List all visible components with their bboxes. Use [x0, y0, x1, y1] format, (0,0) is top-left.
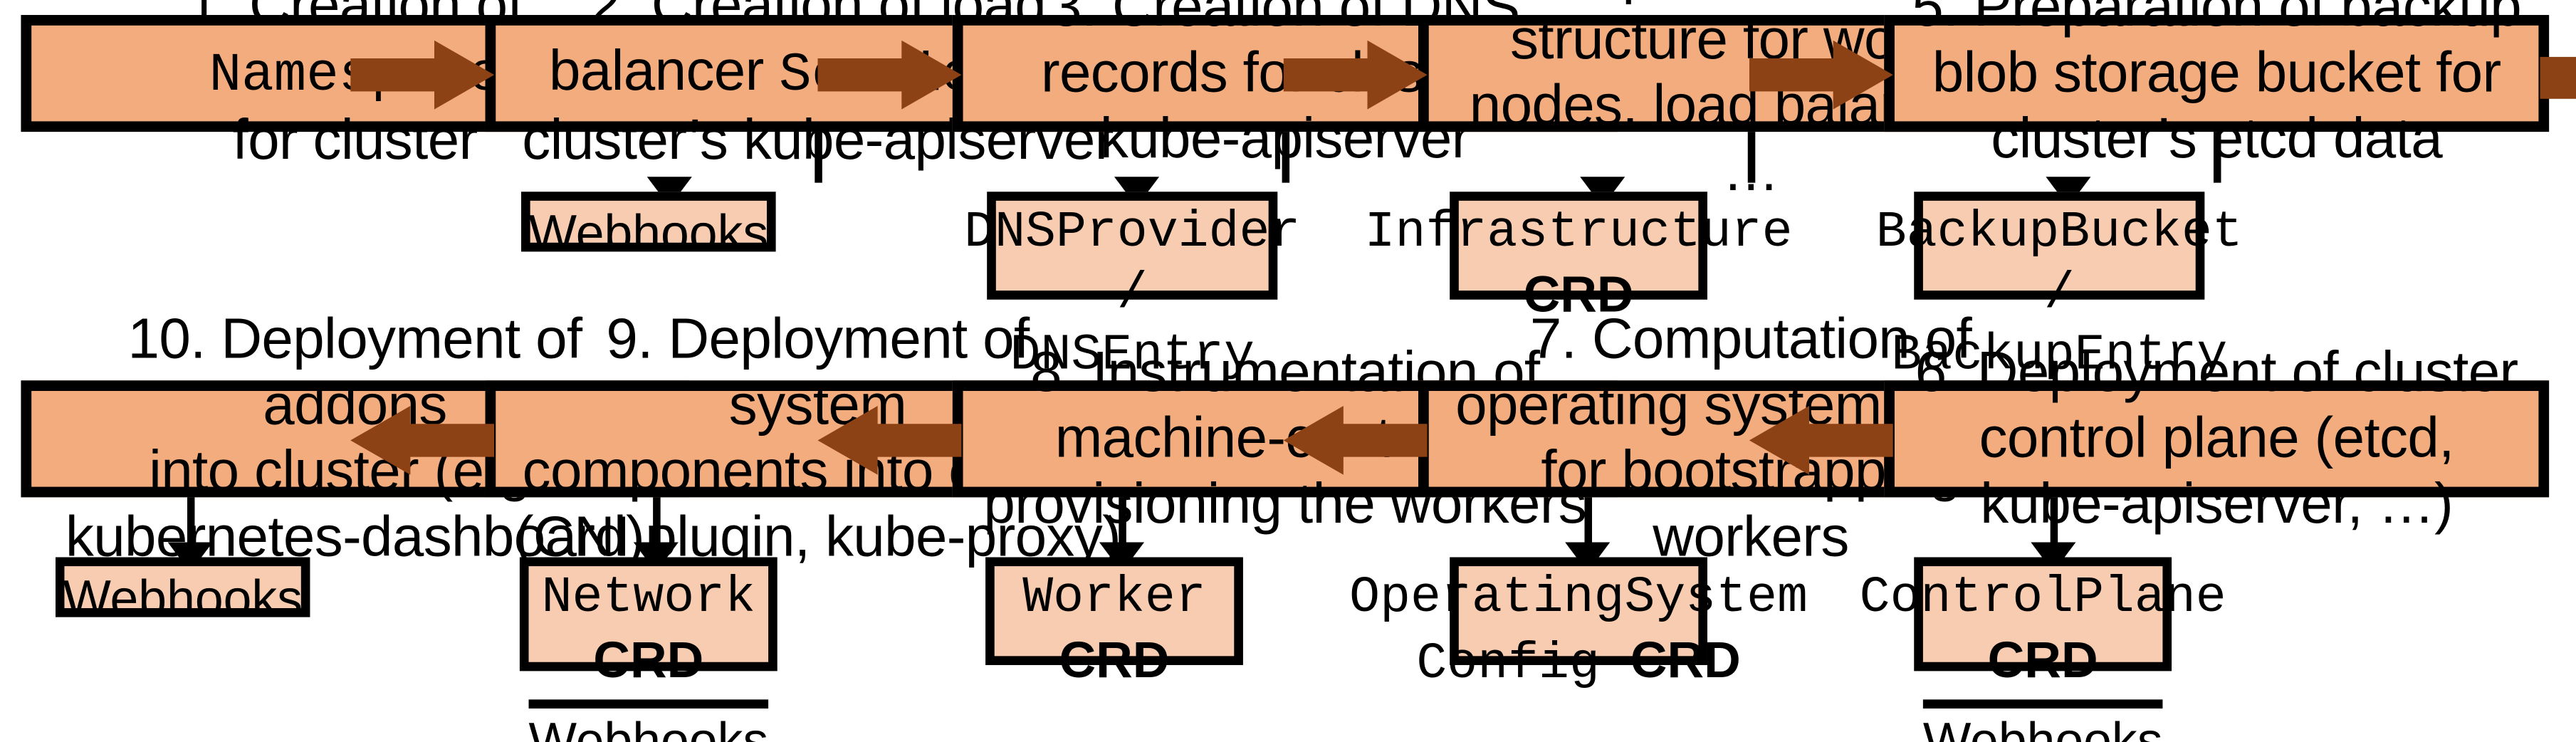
flow-arrow-7-to-8: [1283, 406, 1428, 475]
crd-line-1: Worker: [1022, 570, 1206, 628]
crd-line-1: ControlPlane: [1859, 570, 2226, 628]
artifact-box-step-8[interactable]: Worker CRD: [985, 557, 1243, 689]
connector-step10-to-artifact: [187, 497, 195, 548]
crd-line-1: OperatingSystem: [1349, 570, 1808, 628]
flow-arrow-2-to-3: [817, 40, 962, 110]
artifact-box-step-4[interactable]: Infrastructure CRD: [1365, 192, 1793, 323]
artifact-box-step-10[interactable]: Webhooks: [55, 557, 310, 627]
crd-cell-network: Network CRD: [529, 566, 769, 699]
artifact-box-step-7[interactable]: OperatingSystem Config CRD: [1349, 557, 1808, 693]
webhooks-cell: Webhooks: [528, 699, 768, 742]
flow-arrow-1-to-2: [350, 40, 495, 110]
crd-line-1: Network: [541, 570, 756, 628]
connector-step3-to-artifact: [1282, 132, 1290, 183]
crd-tag: CRD: [593, 632, 704, 689]
step-6-text: 6. Deployment of cluster control plane (…: [1910, 340, 2523, 538]
crd-cell-infrastructure: Infrastructure CRD: [1365, 201, 1793, 333]
flow-arrow-6-to-7: [1749, 406, 1893, 475]
crd-cell-worker: Worker CRD: [995, 566, 1235, 699]
flow-arrow-8-to-9: [817, 406, 962, 475]
webhooks-cell: Webhooks: [63, 570, 303, 628]
step-1-line-3: for cluster: [232, 109, 478, 172]
crd-line-1: BackupBucket /: [1875, 205, 2243, 323]
crd-line-2: DNSEntry: [1010, 327, 1255, 385]
crd-tag: CRD: [1523, 266, 1634, 323]
artifact-box-step-5[interactable]: BackupBucket / BackupEntry CRD: [1876, 192, 2243, 446]
crd-line-2: BackupEntry: [1891, 327, 2228, 385]
crd-tag: CRD: [1987, 632, 2098, 689]
crd-line-1: DNSProvider /: [964, 205, 1301, 323]
webhooks-cell: Webhooks: [1923, 699, 2162, 742]
connector-step4-to-artifact: [1747, 132, 1756, 183]
crd-line-2: Config: [1416, 636, 1600, 694]
crd-tag: CRD: [1059, 632, 1170, 689]
flow-arrow-4-to-5: [1749, 40, 1893, 110]
crd-cell-controlplane: ControlPlane CRD: [1860, 566, 2226, 699]
artifact-box-step-6[interactable]: ControlPlane CRD Webhooks: [1860, 557, 2226, 742]
step-box-5[interactable]: 5. Preparation of backup blob storage bu…: [1884, 0, 2550, 171]
step-6-line-3: kube-apiserver, …): [1980, 473, 2454, 537]
step-5-line-1: 5. Preparation of backup: [1912, 0, 2522, 39]
step-1-text: 1. Creation of Namespace for cluster: [46, 0, 664, 174]
step-7-line-1: 7. Computation of: [1529, 308, 1972, 372]
step-1-line-1: 1. Creation of: [187, 0, 523, 38]
crd-tag: CRD: [1630, 632, 1741, 689]
step-6-line-2: control plane (etcd,: [1979, 407, 2455, 471]
artifact-box-step-3[interactable]: DNSProvider / DNSEntry CRD: [964, 192, 1300, 446]
connector-step8-to-artifact: [1119, 497, 1126, 548]
flow-arrow-5-to-6-wraparound: [2540, 42, 2576, 469]
step-6-line-1: 6. Deployment of cluster: [1915, 341, 2518, 404]
connector-step2-to-artifact: [815, 132, 822, 183]
step-5-line-2: blob storage bucket for: [1932, 41, 2501, 105]
webhooks-cell: Webhooks: [528, 205, 769, 263]
step-10-line-1: 10. Deployment of addons: [127, 308, 583, 438]
step-box-6[interactable]: 6. Deployment of cluster control plane (…: [1884, 341, 2550, 536]
connector-step9-to-artifact: [653, 497, 661, 548]
artifact-box-step-2[interactable]: Webhooks: [521, 192, 776, 262]
flow-arrow-9-to-10: [350, 406, 495, 475]
step-4-line-1: 4. Preparation of infra-: [1473, 0, 2029, 6]
connector-step7-to-artifact: [1584, 497, 1593, 548]
crd-cell-osc: OperatingSystem Config CRD: [1349, 566, 1808, 699]
crd-line-1: Infrastructure: [1364, 205, 1793, 263]
flow-arrow-3-to-4: [1283, 40, 1428, 110]
connector-step6-to-artifact: [2050, 497, 2058, 548]
artifact-box-step-9[interactable]: Network CRD Webhooks: [519, 557, 777, 742]
connector-step5-to-artifact: [2213, 132, 2221, 183]
